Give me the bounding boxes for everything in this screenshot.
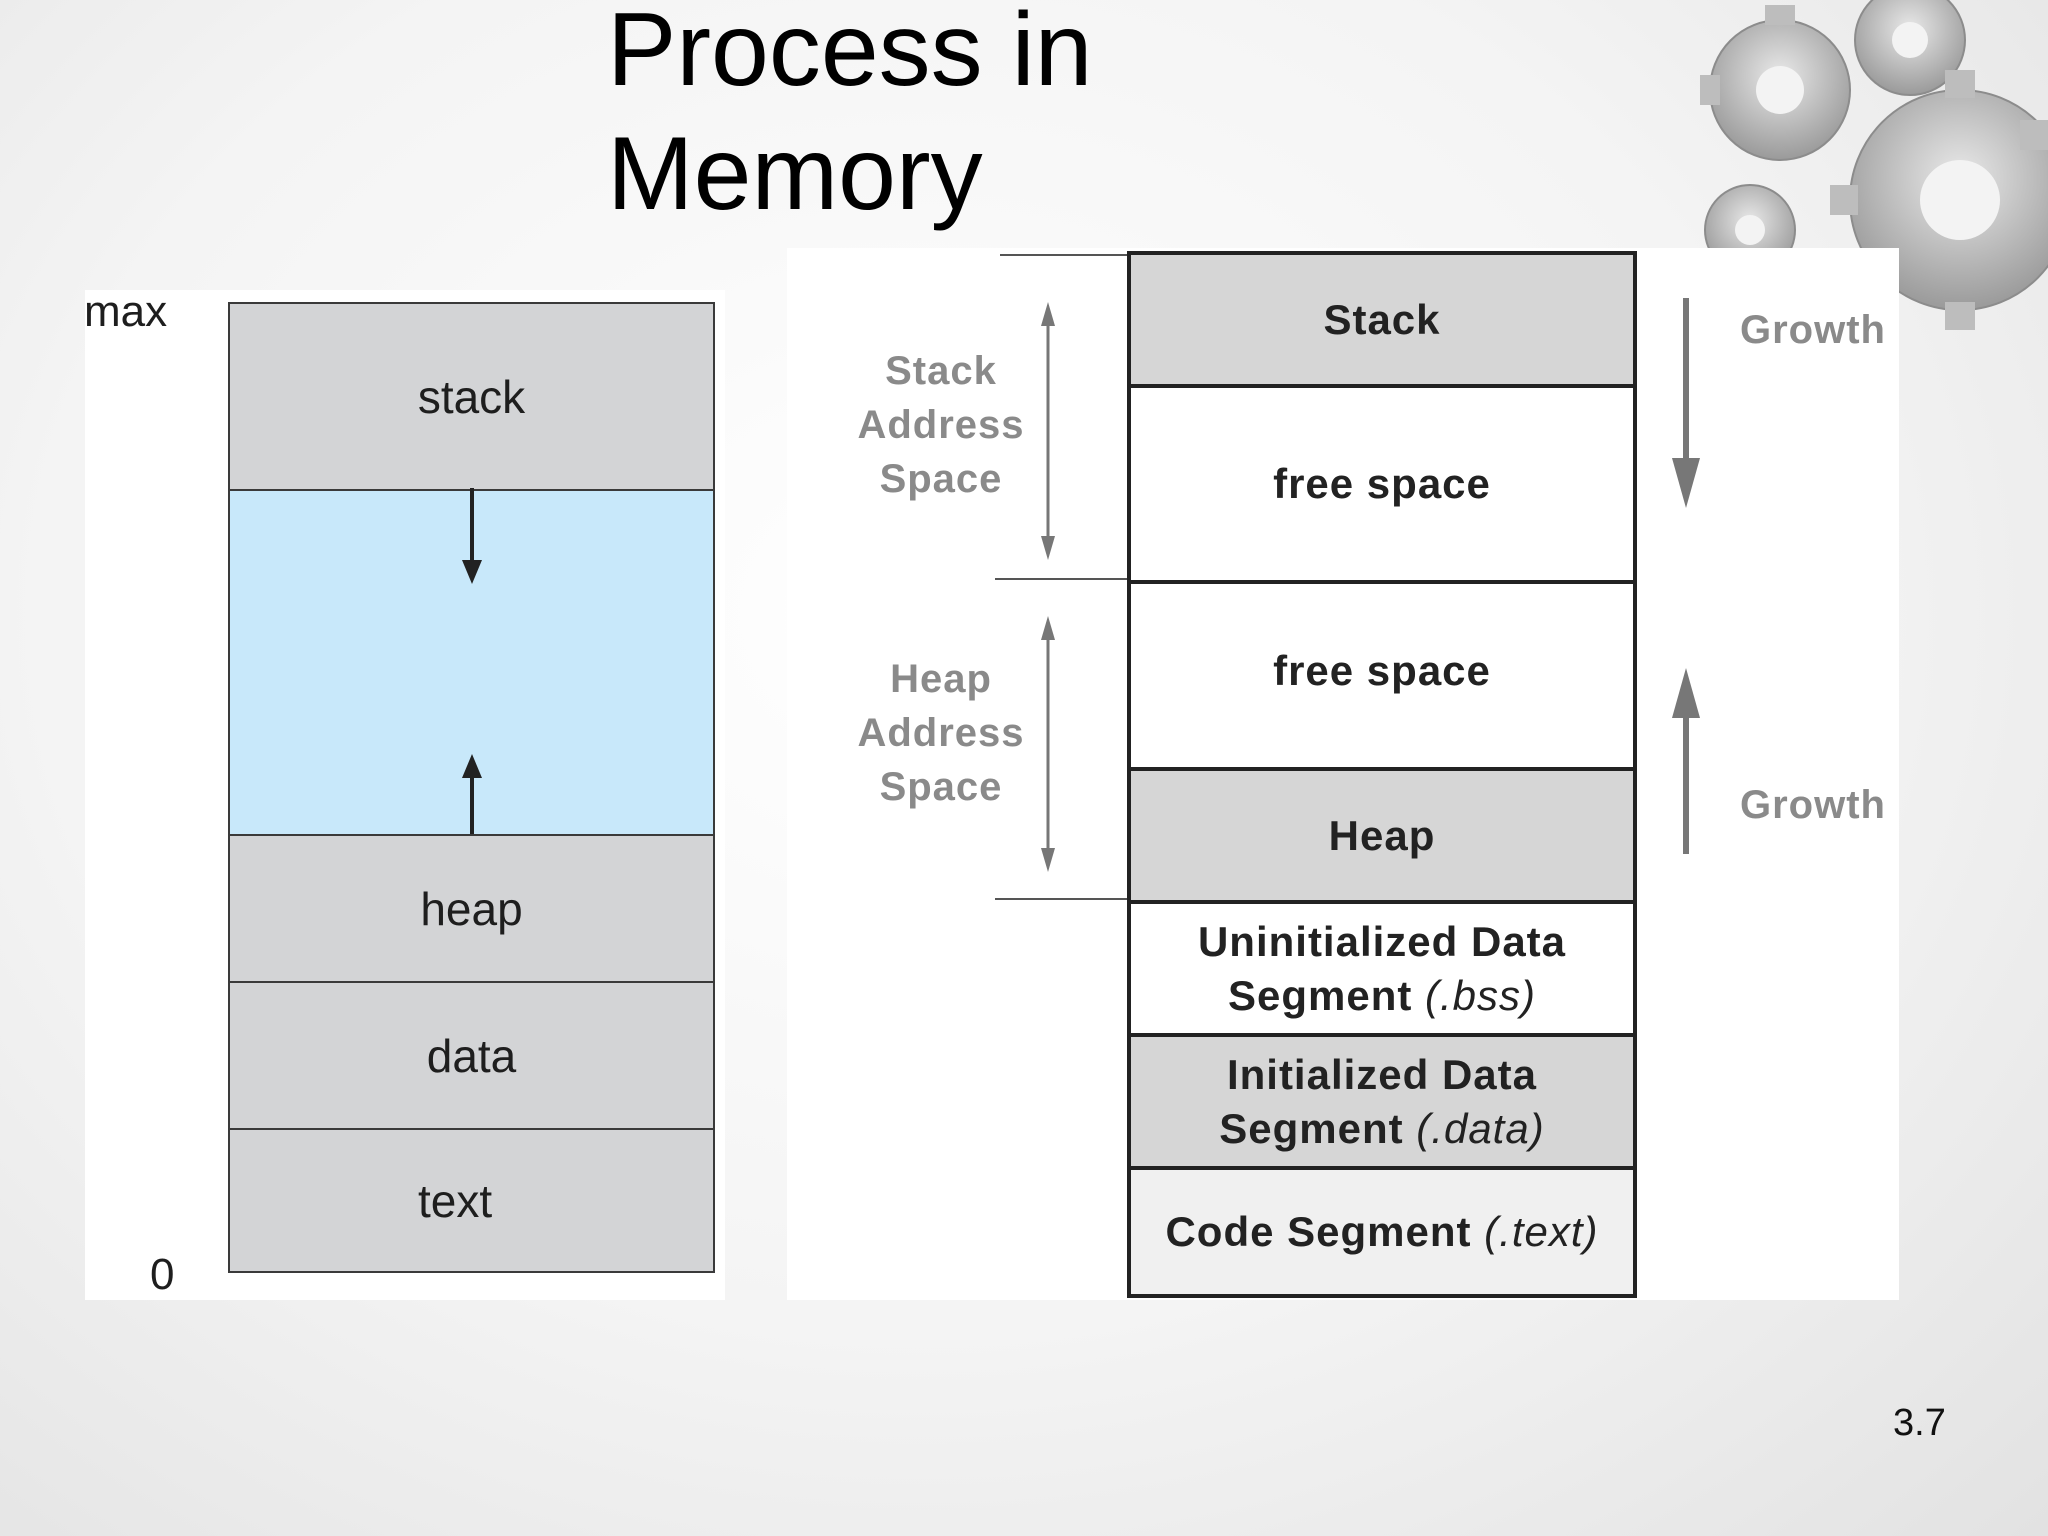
code-label: Code Segment (.text) bbox=[1165, 1208, 1599, 1255]
heap-range-double-arrow-icon bbox=[1041, 616, 1055, 872]
stack-range-double-arrow-icon bbox=[1041, 302, 1055, 560]
heap-block-label: Heap bbox=[1328, 811, 1436, 859]
heap-label: heap bbox=[420, 882, 523, 935]
free-space-top: free space bbox=[1131, 388, 1633, 584]
heap-block: Heap bbox=[1131, 771, 1633, 904]
stack-growth-arrow-icon bbox=[1672, 298, 1700, 508]
stack-block: Stack bbox=[1131, 255, 1633, 388]
stack-label: stack bbox=[417, 370, 526, 423]
stack-heap-boundary-line bbox=[995, 578, 1127, 580]
zero-label: 0 bbox=[150, 1250, 175, 1299]
bss-block: Uninitialized Data Segment (.bss) bbox=[1131, 904, 1633, 1037]
text-label: text bbox=[418, 1174, 493, 1227]
code-block: Code Segment (.text) bbox=[1131, 1170, 1633, 1294]
free-space-bottom-label: free space bbox=[1273, 647, 1491, 694]
heap-address-space-label: Heap Address Space bbox=[857, 657, 1025, 809]
growth-label-bottom: Growth bbox=[1740, 783, 1886, 827]
stack-block-label: Stack bbox=[1323, 295, 1441, 343]
free-space-bottom: free space bbox=[1131, 584, 1633, 771]
heap-growth-up-arrow-icon bbox=[462, 754, 482, 834]
growth-label-top: Growth bbox=[1740, 308, 1886, 352]
stack-top-boundary-line bbox=[1000, 254, 1127, 256]
heap-segment: heap bbox=[230, 836, 713, 983]
slide-number: 3.7 bbox=[1893, 1402, 1946, 1444]
segment-layout-box: Stack free space free space Heap Uniniti… bbox=[1127, 251, 1637, 1298]
max-label: max bbox=[84, 287, 168, 336]
gears-decoration-icon bbox=[1700, 0, 2048, 330]
data-label: data bbox=[426, 1029, 517, 1082]
bss-title: Uninitialized Data bbox=[1197, 917, 1567, 965]
slide-title: Process in Memory bbox=[607, 0, 1093, 232]
text-segment: text bbox=[230, 1130, 713, 1271]
data-subtitle: Segment (.data) bbox=[1219, 1104, 1545, 1152]
stack-growth-down-arrow-icon bbox=[462, 488, 482, 584]
initialized-data-block: Initialized Data Segment (.data) bbox=[1131, 1037, 1633, 1170]
bss-subtitle: Segment (.bss) bbox=[1227, 971, 1537, 1019]
stack-address-space-label: Stack Address Space bbox=[857, 349, 1025, 501]
heap-growth-arrow-icon bbox=[1672, 668, 1700, 854]
data-title: Initialized Data bbox=[1226, 1050, 1538, 1098]
heap-bottom-boundary-line bbox=[995, 898, 1127, 900]
stack-segment: stack bbox=[230, 304, 713, 491]
free-space-top-label: free space bbox=[1273, 460, 1491, 507]
data-segment: data bbox=[230, 983, 713, 1130]
